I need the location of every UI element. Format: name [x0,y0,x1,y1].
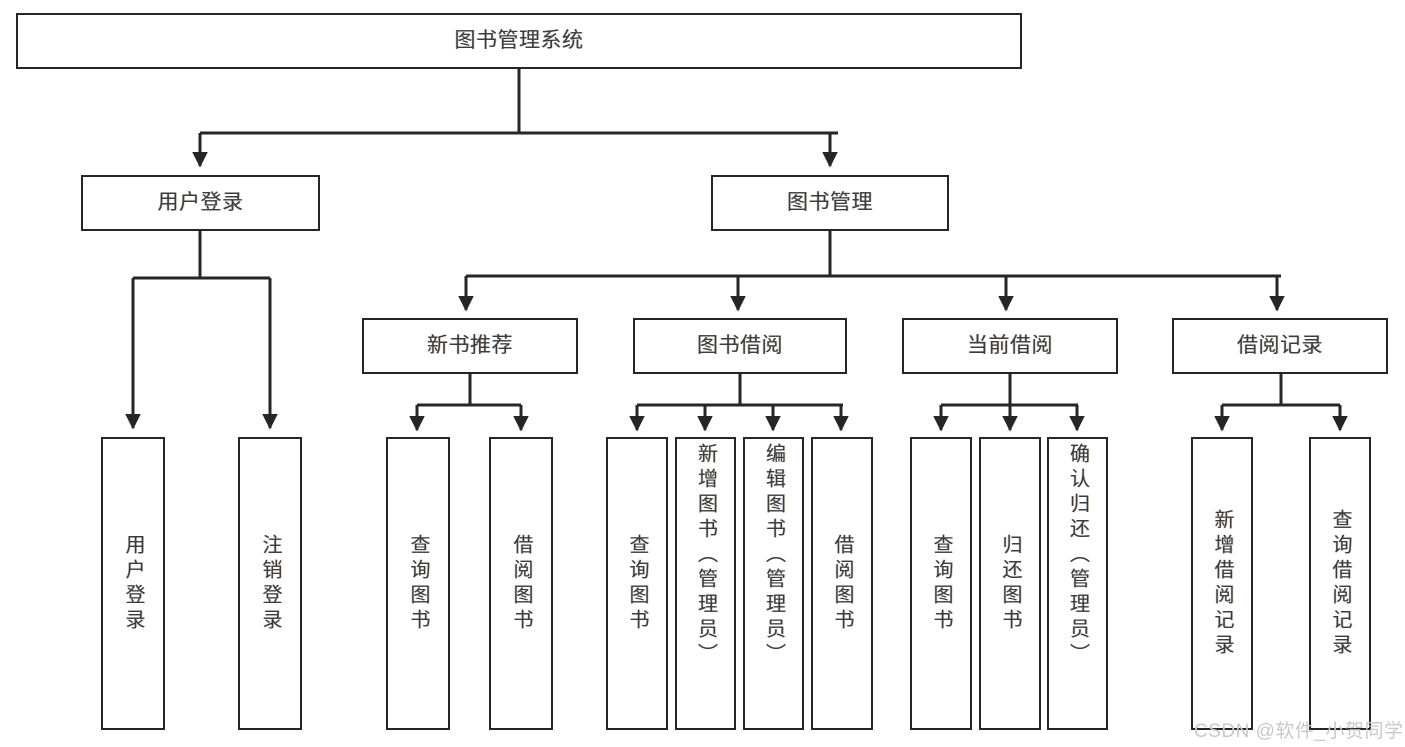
node-leaf-confirm-return-label: 确认归还（管理员） [1066,443,1089,668]
csdn-watermark: CSDN @软件_小贺同学 [1194,721,1404,742]
node-leaf-confirm-return[interactable]: 确认归还（管理员） [1047,437,1108,730]
node-leaf-return-book-label: 归还图书 [999,533,1021,634]
node-leaf-add-book-label: 新增图书（管理员） [694,443,717,668]
node-borrow-record-label: 借阅记录 [1237,333,1323,357]
node-leaf-query-book-3-label: 查询图书 [930,533,952,634]
node-leaf-add-book[interactable]: 新增图书（管理员） [675,437,736,730]
node-leaf-borrow-book-1[interactable]: 借阅图书 [489,437,553,730]
node-leaf-borrow-book-2[interactable]: 借阅图书 [811,437,873,730]
node-leaf-query-book-3[interactable]: 查询图书 [910,437,972,730]
node-root-label: 图书管理系统 [454,28,584,52]
node-leaf-query-book-2-label: 查询图书 [626,533,648,634]
node-leaf-query-book-1-label: 查询图书 [407,533,429,634]
node-book-borrow-label: 图书借阅 [697,333,783,357]
node-leaf-query-book-2[interactable]: 查询图书 [606,437,668,730]
node-borrow-record[interactable]: 借阅记录 [1172,318,1388,374]
node-leaf-query-record[interactable]: 查询借阅记录 [1309,437,1371,730]
node-leaf-query-book-1[interactable]: 查询图书 [386,437,450,730]
node-book-borrow[interactable]: 图书借阅 [633,318,847,374]
node-leaf-user-login-label: 用户登录 [122,533,144,634]
node-new-book-rec-label: 新书推荐 [427,333,513,357]
node-new-book-rec[interactable]: 新书推荐 [362,318,578,374]
node-root[interactable]: 图书管理系统 [16,13,1022,69]
node-user-login[interactable]: 用户登录 [81,175,320,231]
node-leaf-add-record-label: 新增借阅记录 [1211,508,1233,659]
node-leaf-borrow-book-2-label: 借阅图书 [831,533,853,634]
node-leaf-user-login[interactable]: 用户登录 [101,437,165,730]
node-leaf-edit-book[interactable]: 编辑图书（管理员） [743,437,804,730]
node-leaf-return-book[interactable]: 归还图书 [979,437,1041,730]
node-leaf-edit-book-label: 编辑图书（管理员） [762,443,785,668]
node-book-manage[interactable]: 图书管理 [711,175,949,231]
node-leaf-logout-label: 注销登录 [259,533,281,634]
node-book-manage-label: 图书管理 [787,190,873,214]
node-leaf-borrow-book-1-label: 借阅图书 [510,533,532,634]
node-user-login-label: 用户登录 [157,190,244,214]
node-current-borrow[interactable]: 当前借阅 [902,318,1118,374]
node-leaf-add-record[interactable]: 新增借阅记录 [1191,437,1253,730]
node-leaf-logout[interactable]: 注销登录 [238,437,302,730]
node-leaf-query-record-label: 查询借阅记录 [1329,508,1351,659]
node-current-borrow-label: 当前借阅 [967,333,1053,357]
